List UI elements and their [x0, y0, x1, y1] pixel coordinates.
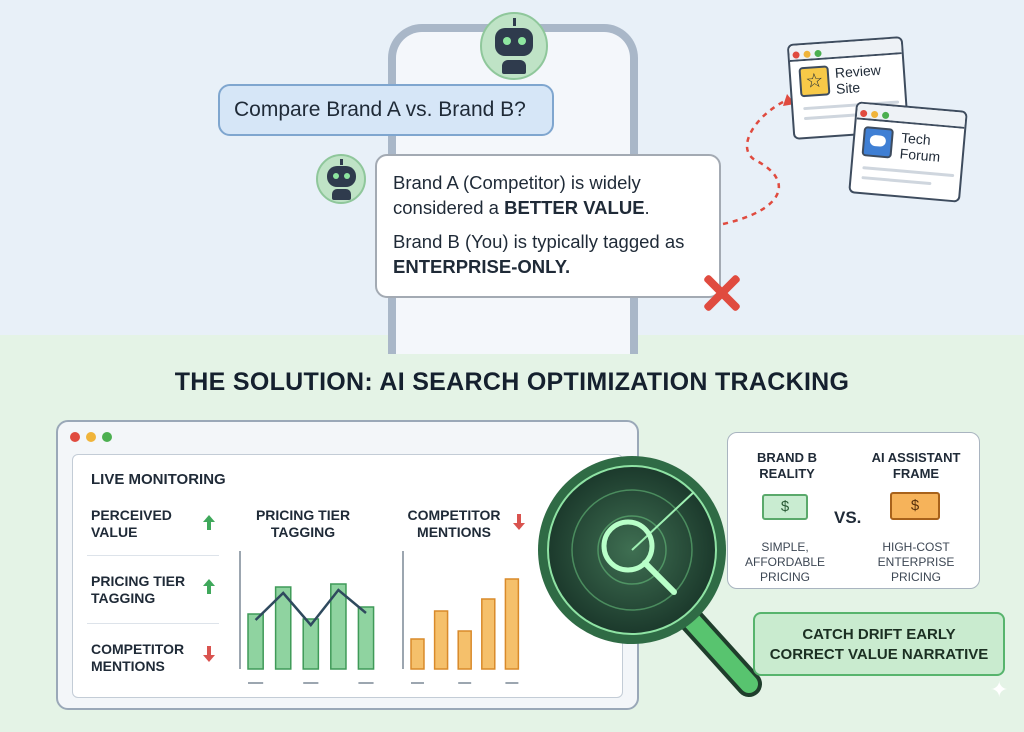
star-icon: ☆	[798, 65, 831, 98]
ai-answer-line-1: Brand A (Competitor) is widely considere…	[393, 172, 650, 218]
radar-magnifier-icon	[538, 456, 762, 697]
chart-bar	[274, 586, 292, 670]
metric-competitor-mentions: COMPETITOR MENTIONS	[91, 641, 185, 674]
expensive-note-icon: $	[890, 492, 940, 520]
vs-label: VS.	[834, 508, 862, 527]
chart-title-pricing: PRICING TIER TAGGING	[255, 507, 351, 540]
wrong-x-icon	[700, 272, 742, 314]
competitor-mentions-chart	[402, 551, 520, 684]
trend-down-icon	[513, 514, 525, 530]
trend-up-icon	[203, 515, 215, 530]
pricing-tier-chart	[239, 551, 375, 684]
solution-title: THE SOLUTION: AI SEARCH OPTIMIZATION TRA…	[174, 368, 850, 396]
sparkle-icon: ✦	[990, 677, 1009, 702]
cta-line-2: CORRECT VALUE NARRATIVE	[769, 646, 989, 663]
dashboard-heading: LIVE MONITORING	[91, 471, 226, 488]
chart-bar	[410, 638, 425, 670]
user-question-bubble: Compare Brand A vs. Brand B?	[218, 84, 554, 136]
cta-banner: CATCH DRIFT EARLY CORRECT VALUE NARRATIV…	[753, 612, 1005, 676]
chart-bar	[247, 613, 264, 670]
brand-b-reality-desc: SIMPLE, AFFORDABLE PRICING	[744, 540, 825, 584]
brand-b-reality-heading: BRAND B REALITY	[757, 450, 817, 481]
tech-forum-label: Tech Forum	[899, 129, 941, 165]
metric-pricing-tier-tagging: PRICING TIER TAGGING	[91, 573, 186, 606]
ai-answer-bubble: Brand A (Competitor) is widely considere…	[375, 154, 721, 298]
chart-trend-line	[254, 588, 367, 627]
trend-down-icon	[203, 646, 215, 662]
dashboard-panel: LIVE MONITORING PERCEIVED VALUE PRICING …	[72, 454, 623, 698]
chart-bar	[330, 583, 347, 670]
live-monitoring-dashboard: LIVE MONITORING PERCEIVED VALUE PRICING …	[56, 420, 639, 710]
chart-bar	[357, 606, 375, 670]
cta-line-1: CATCH DRIFT EARLY	[802, 626, 956, 643]
chat-bubble-icon	[861, 126, 894, 159]
tech-forum-window: Tech Forum	[848, 101, 968, 203]
review-site-label: Review Site	[834, 61, 882, 97]
chart-bar	[302, 618, 320, 670]
ai-assistant-frame-heading: AI ASSISTANT FRAME	[871, 450, 961, 481]
dollar-note-icon: $	[762, 494, 808, 520]
chart-bar	[504, 578, 520, 670]
chart-title-competitor: COMPETITOR MENTIONS	[407, 507, 501, 540]
ai-answer-line-2: Brand B (You) is typically tagged as ENT…	[393, 231, 685, 277]
metric-perceived-value: PERCEIVED VALUE	[91, 507, 172, 540]
chart-bar	[433, 610, 449, 670]
user-question-text: Compare Brand A vs. Brand B?	[234, 98, 526, 121]
ai-assistant-frame-desc: HIGH-COST ENTERPRISE PRICING	[877, 540, 955, 584]
trend-up-icon	[203, 579, 215, 594]
robot-avatar-icon	[480, 12, 548, 80]
assistant-avatar-icon	[316, 154, 366, 204]
chart-bar	[457, 630, 472, 670]
chart-bar	[481, 598, 496, 670]
